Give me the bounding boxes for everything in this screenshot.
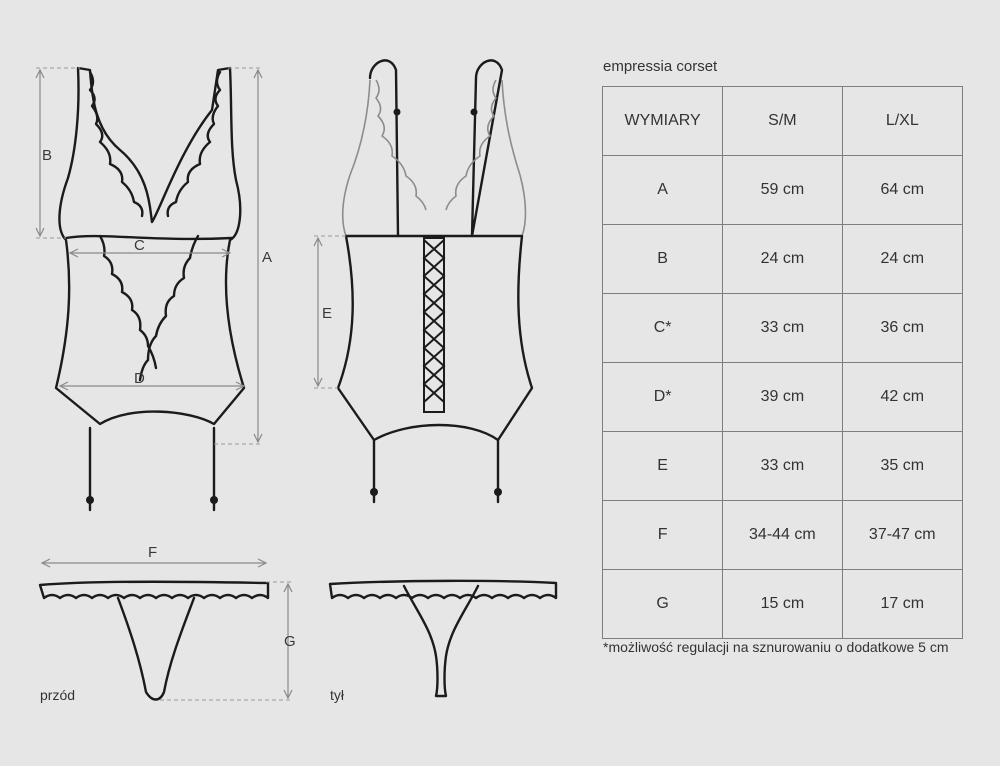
dimension-b: B bbox=[35, 67, 80, 239]
value-cell: 17 cm bbox=[841, 569, 964, 639]
caption-front: przód bbox=[40, 687, 75, 703]
label-c: C bbox=[134, 237, 145, 254]
measure-cell: D* bbox=[601, 362, 724, 432]
value-cell: 59 cm bbox=[722, 155, 843, 225]
size-table: WYMIARY S/M L/XL A 59 cm 64 cm B 24 cm 2… bbox=[601, 86, 964, 639]
caption-back: tył bbox=[330, 687, 345, 703]
value-cell: 37-47 cm bbox=[841, 500, 964, 570]
value-cell: 64 cm bbox=[841, 155, 964, 225]
value-cell: 15 cm bbox=[722, 569, 843, 639]
dimension-a: A bbox=[214, 67, 272, 445]
header-cell: S/M bbox=[722, 86, 843, 156]
footnote: *możliwość regulacji na sznurowaniu o do… bbox=[603, 639, 949, 655]
dimension-c: C bbox=[68, 237, 232, 258]
measure-cell: B bbox=[601, 224, 724, 294]
table-row: B 24 cm 24 cm bbox=[601, 224, 964, 294]
value-cell: 36 cm bbox=[841, 293, 964, 363]
measure-cell: E bbox=[601, 431, 724, 501]
dimension-f: F bbox=[40, 544, 268, 568]
table-row: G 15 cm 17 cm bbox=[601, 569, 964, 639]
table-row: F 34-44 cm 37-47 cm bbox=[601, 500, 964, 570]
thong-back bbox=[328, 579, 558, 698]
label-b: B bbox=[42, 147, 52, 164]
table-header-row: WYMIARY S/M L/XL bbox=[601, 86, 964, 156]
dimension-d: D bbox=[58, 370, 246, 391]
value-cell: 35 cm bbox=[841, 431, 964, 501]
label-d: D bbox=[134, 370, 145, 387]
measure-cell: G bbox=[601, 569, 724, 639]
value-cell: 33 cm bbox=[722, 431, 843, 501]
header-cell: L/XL bbox=[841, 86, 964, 156]
measure-cell: C* bbox=[601, 293, 724, 363]
corset-back bbox=[336, 59, 534, 504]
thong-front bbox=[38, 580, 270, 701]
label-g: G bbox=[284, 633, 296, 650]
value-cell: 42 cm bbox=[841, 362, 964, 432]
value-cell: 34-44 cm bbox=[722, 500, 843, 570]
header-cell: WYMIARY bbox=[601, 86, 724, 156]
label-a: A bbox=[262, 249, 272, 266]
table-row: E 33 cm 35 cm bbox=[601, 431, 964, 501]
dimension-e: E bbox=[313, 235, 346, 389]
value-cell: 33 cm bbox=[722, 293, 843, 363]
measure-cell: F bbox=[601, 500, 724, 570]
label-f: F bbox=[148, 544, 157, 561]
table-row: A 59 cm 64 cm bbox=[601, 155, 964, 225]
measure-cell: A bbox=[601, 155, 724, 225]
value-cell: 24 cm bbox=[722, 224, 843, 294]
table-title: empressia corset bbox=[603, 58, 718, 75]
table-row: D* 39 cm 42 cm bbox=[601, 362, 964, 432]
table-row: C* 33 cm 36 cm bbox=[601, 293, 964, 363]
label-e: E bbox=[322, 305, 332, 322]
dimension-g: G bbox=[160, 581, 296, 701]
value-cell: 24 cm bbox=[841, 224, 964, 294]
value-cell: 39 cm bbox=[722, 362, 843, 432]
